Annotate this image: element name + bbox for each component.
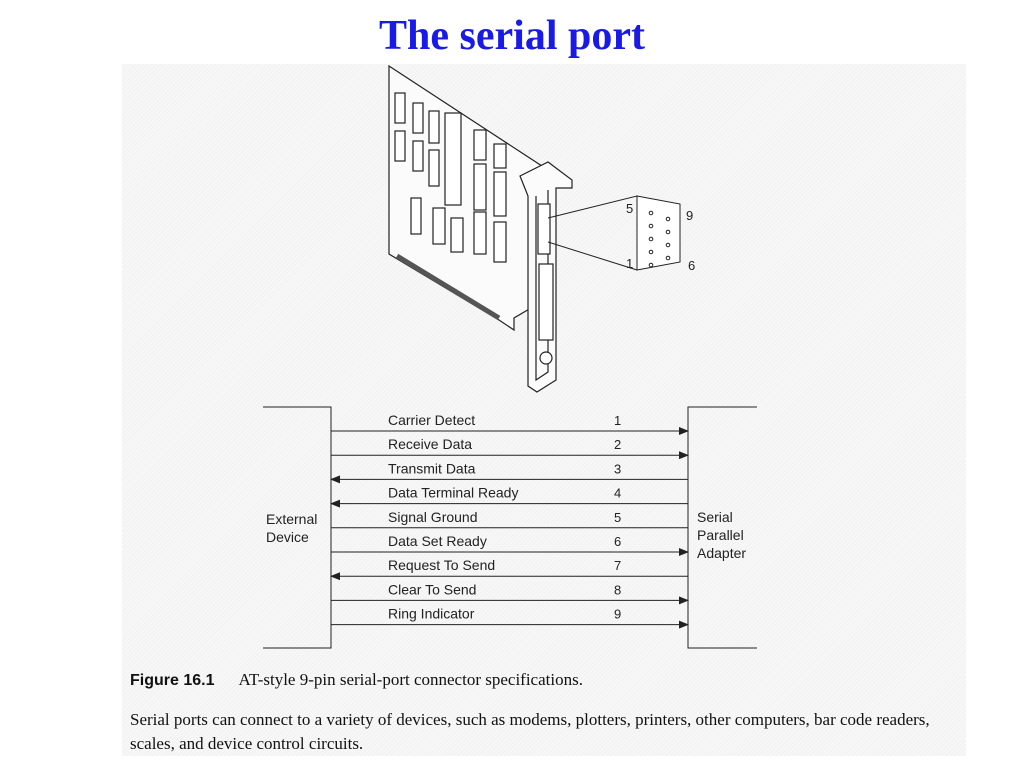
signal-label: Receive Data bbox=[388, 436, 472, 452]
signal-pin-number: 7 bbox=[614, 558, 621, 573]
signal-label: Transmit Data bbox=[388, 460, 476, 476]
body-paragraph: Serial ports can connect to a variety of… bbox=[130, 710, 930, 753]
pin-label-1: 1 bbox=[626, 256, 633, 271]
figure-number: Figure 16.1 bbox=[130, 672, 215, 689]
signal-pin-number: 9 bbox=[614, 607, 621, 622]
slide-title: The serial port bbox=[379, 13, 645, 59]
adapter-label-line1: Serial bbox=[697, 509, 733, 525]
pin-label-5: 5 bbox=[626, 201, 633, 216]
signal-pin-number: 3 bbox=[614, 461, 621, 476]
figure-caption: Figure 16.1 AT-style 9-pin serial-port co… bbox=[130, 670, 970, 690]
external-device-label-line2: Device bbox=[266, 529, 309, 545]
signal-pin-number: 6 bbox=[614, 534, 621, 549]
signal-label: Signal Ground bbox=[388, 509, 478, 525]
external-device-box bbox=[263, 406, 332, 649]
connector-pins bbox=[648, 210, 671, 268]
external-device-label-line1: External bbox=[266, 511, 317, 527]
adapter-label-line3: Adapter bbox=[697, 545, 746, 561]
pin-label-9: 9 bbox=[686, 208, 693, 223]
expansion-card-illustration bbox=[388, 64, 573, 393]
signal-label: Request To Send bbox=[388, 557, 495, 573]
adapter-label-line2: Parallel bbox=[697, 527, 744, 543]
signal-label: Clear To Send bbox=[388, 581, 476, 597]
signal-pin-number: 5 bbox=[614, 510, 621, 525]
signal-pin-number: 8 bbox=[614, 582, 621, 597]
signal-label: Ring Indicator bbox=[388, 606, 475, 622]
caption-text: AT-style 9-pin serial-port connector spe… bbox=[238, 670, 583, 689]
signal-pin-number: 4 bbox=[614, 486, 621, 501]
signal-label: Data Set Ready bbox=[388, 533, 487, 549]
signal-pin-number: 2 bbox=[614, 437, 621, 452]
pin-label-6: 6 bbox=[688, 258, 695, 273]
signal-pin-number: 1 bbox=[614, 413, 621, 428]
signal-label: Data Terminal Ready bbox=[388, 485, 518, 501]
connector-callout bbox=[547, 195, 681, 271]
signal-label: Carrier Detect bbox=[388, 412, 475, 428]
